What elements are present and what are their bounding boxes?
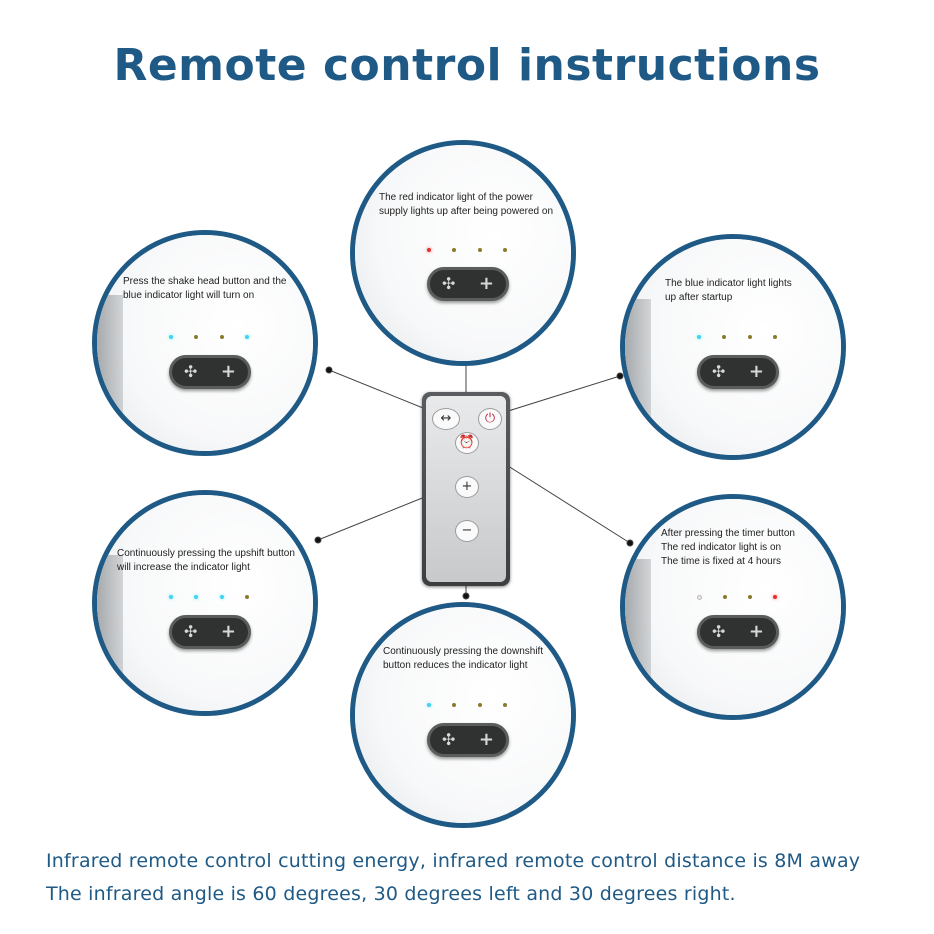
timer-button[interactable]: ⏰: [455, 432, 479, 454]
indicator-lights: [427, 703, 507, 709]
device-button: ✣+: [169, 355, 251, 389]
footer-line-1: Infrared remote control cutting energy, …: [46, 850, 861, 872]
indicator-lights: [169, 595, 249, 601]
footer-line-2: The infrared angle is 60 degrees, 30 deg…: [46, 883, 736, 905]
device-button: ✣+: [697, 615, 779, 649]
panel-downshift: Continuously pressing the downshift butt…: [350, 602, 576, 828]
swing-button[interactable]: ↔: [432, 408, 460, 430]
connector-shake: [328, 369, 429, 411]
device-button: ✣+: [697, 355, 779, 389]
device-button: ✣+: [427, 267, 509, 301]
indicator-blue: [427, 703, 431, 707]
indicator-lights: [427, 248, 507, 254]
panel-startup: The blue indicator light lights up after…: [620, 234, 846, 460]
indicator-lights: [697, 335, 777, 341]
device-button: ✣+: [169, 615, 251, 649]
connector-dot-startup: [616, 372, 624, 380]
indicator-red: [773, 595, 777, 599]
power-button[interactable]: ⏻: [478, 408, 502, 430]
page-title: Remote control instructions: [113, 40, 821, 91]
panel-timer: After pressing the timer button The red …: [620, 494, 846, 720]
connector-dot-shake: [325, 366, 333, 374]
panel-power-caption: The red indicator light of the power sup…: [379, 192, 554, 217]
indicator-blue: [697, 335, 701, 339]
connector-dot-downshift: [462, 592, 470, 600]
indicator-lights: [697, 595, 777, 601]
indicator-lights: [169, 335, 249, 341]
panel-power: The red indicator light of the power sup…: [350, 140, 576, 366]
panel-upshift-caption: Continuously pressing the upshift button…: [117, 548, 295, 573]
plus-button[interactable]: +: [455, 476, 479, 498]
panel-downshift-caption: Continuously pressing the downshift butt…: [383, 646, 544, 671]
panel-startup-caption: The blue indicator light lights up after…: [665, 278, 792, 303]
indicator-blue: [169, 595, 173, 599]
minus-button[interactable]: −: [455, 520, 479, 542]
panel-upshift: Continuously pressing the upshift button…: [92, 490, 318, 716]
indicator-blue: [169, 335, 173, 339]
device-button: ✣+: [427, 723, 509, 757]
indicator-red: [427, 248, 431, 252]
panel-shake: Press the shake head button and the blue…: [92, 230, 318, 456]
remote-control: ↔ ⏻ ⏰ + −: [422, 392, 510, 586]
connector-dot-upshift: [314, 536, 322, 544]
connector-startup: [504, 375, 621, 413]
panel-timer-caption: After pressing the timer button The red …: [661, 528, 795, 567]
panel-shake-caption: Press the shake head button and the blue…: [123, 276, 287, 301]
